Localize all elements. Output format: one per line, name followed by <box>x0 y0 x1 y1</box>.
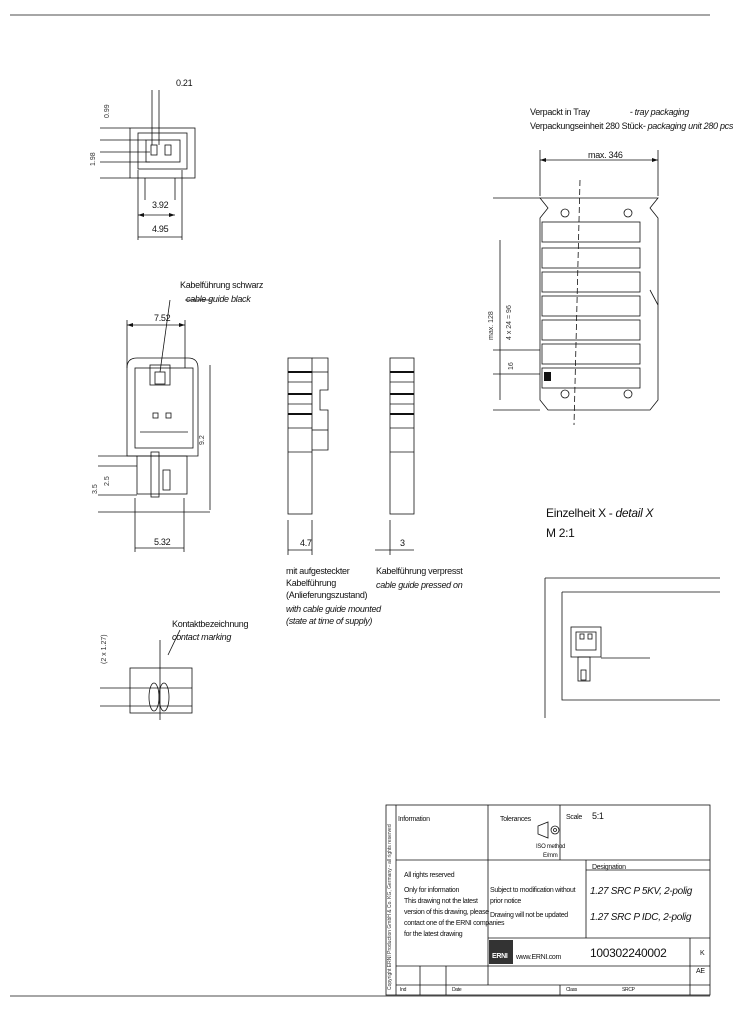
tb-subject-1: Subject to modification without <box>490 887 576 894</box>
dim-1-98: 1.98 <box>90 152 97 166</box>
tb-proj-note-1: ISO method <box>536 844 566 850</box>
tb-rights: All rights reserved <box>404 872 455 879</box>
detail-scale: M 2:1 <box>546 526 575 540</box>
dim-9-2: 9.2 <box>199 435 206 445</box>
side-caption-right-2: cable guide pressed on <box>376 580 463 590</box>
tray-title: Verpackt in Tray- tray packaging <box>530 107 689 117</box>
tb-bottom-class: Class <box>566 987 578 993</box>
tb-latest-2: version of this drawing, please <box>404 909 489 916</box>
tb-latest-4: for the latest drawing <box>404 931 463 938</box>
tb-proj-note-2: E/mm <box>543 853 558 859</box>
tb-scale-label: Scale <box>566 814 583 821</box>
contact-marking-de: Kontaktbezeichnung <box>172 619 249 629</box>
dim-0-99: 0.99 <box>104 104 111 118</box>
dim-2-5: 2.5 <box>104 476 111 486</box>
tb-latest-3: contact one of the ERNI companies <box>404 920 505 927</box>
dim-4-95: 4.95 <box>152 224 169 234</box>
tray-units: Verpackungseinheit 280 Stück- packaging … <box>530 121 733 131</box>
dim-3-5: 3.5 <box>92 484 99 494</box>
side-caption-left-3: (Anlieferungszustand) <box>286 590 368 600</box>
tb-subject-3: Drawing will not be updated <box>490 912 568 919</box>
tb-index-1: K <box>700 950 705 957</box>
tb-index-2: AE <box>696 968 705 975</box>
tb-website[interactable]: www.ERNI.com <box>516 954 562 961</box>
tray-side-small: 16 <box>508 362 515 370</box>
tb-bottom-srcp: SRCP <box>622 987 635 993</box>
tb-latest-1: This drawing not the latest <box>404 898 478 905</box>
tb-subject-2: prior notice <box>490 898 522 905</box>
tb-part-number: 100302240002 <box>590 946 667 960</box>
side-caption-right-1: Kabelführung verpresst <box>376 566 463 576</box>
dim-7-52: 7.52 <box>154 313 171 323</box>
tb-designation-label: Designation <box>592 864 626 871</box>
dim-0-21: 0.21 <box>176 78 193 88</box>
tb-designation-2: 1.27 SRC P IDC, 2-polig <box>590 912 692 923</box>
cable-guide-label-de: Kabelführung schwarz <box>180 280 264 290</box>
cable-guide-label-en: cable guide black <box>186 294 251 304</box>
tb-information: Information <box>398 816 430 823</box>
side-caption-left-1: mit aufgesteckter <box>286 566 350 576</box>
tb-tolerances: Tolerances <box>500 816 531 823</box>
dim-3: 3 <box>400 538 405 548</box>
copyright-vertical: Copyright ERNI Production GmbH & Co. KG,… <box>387 824 393 990</box>
dim-5-32: 5.32 <box>154 537 171 547</box>
tray-side-pitch: 4 x 24 = 96 <box>506 305 513 340</box>
dim-3-92: 3.92 <box>152 200 169 210</box>
detail-title: Einzelheit X - detail X <box>546 506 654 520</box>
tray-max-width: max. 346 <box>588 150 623 160</box>
dim-contact-pitch: (2 x 1.27) <box>101 634 108 664</box>
dim-4-7: 4.7 <box>300 538 312 548</box>
tb-designation-1: 1.27 SRC P 5KV, 2-polig <box>590 886 693 897</box>
tb-scale-value: 5:1 <box>592 811 604 821</box>
side-caption-left-4: with cable guide mounted <box>286 604 381 614</box>
side-caption-left-5: (state at time of supply) <box>286 616 373 626</box>
erni-logo: ERNI <box>492 953 508 960</box>
tray-side-max: max. 128 <box>488 311 495 340</box>
tb-bottom-date: Date <box>452 987 462 993</box>
tb-only-info: Only for information <box>404 887 460 894</box>
side-caption-left-2: Kabelführung <box>286 578 336 588</box>
contact-marking-en: contact marking <box>172 632 232 642</box>
tb-bottom-ind: Ind <box>400 987 407 993</box>
